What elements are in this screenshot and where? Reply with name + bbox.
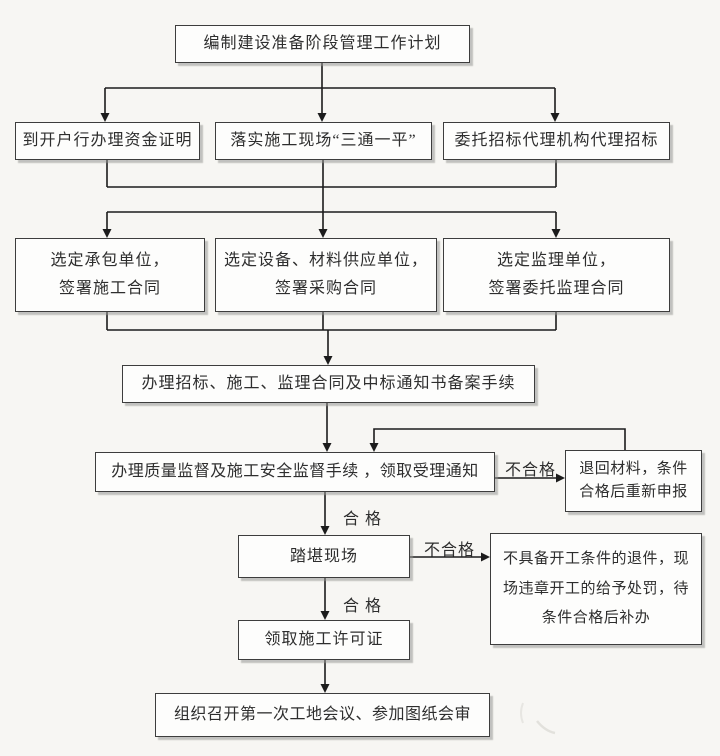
edge-row3-to-record	[106, 312, 557, 357]
node-fund: 到开户行办理资金证明	[15, 122, 200, 160]
node-site-label: 落实施工现场“三通一平”	[230, 132, 417, 149]
node-sitevisit-label: 踏堪现场	[289, 547, 358, 565]
edge-plan-to-row2	[104, 63, 556, 114]
node-quality: 办理质量监督及施工安全监督手续 ，领取受理通知	[95, 452, 495, 492]
node-supplier-line2: 签署采购合同	[274, 280, 377, 297]
node-plan-label: 编制建设准备阶段管理工作计划	[203, 35, 442, 52]
node-contractor: 选定承包单位， 签署施工合同	[15, 238, 205, 312]
node-penalty-line1: 不具备开工条件的退件，现	[502, 551, 689, 568]
node-agency-label: 委托招标代理机构代理招标	[454, 132, 659, 149]
edge-label-fail1: 不合格	[505, 462, 557, 479]
node-meeting: 组织召开第一次工地会议、参加图纸会审	[155, 693, 490, 737]
node-record: 办理招标、施工、监理合同及中标通知书备案手续	[122, 365, 535, 403]
node-returned-line2: 合格后重新申报	[579, 484, 688, 501]
node-agency: 委托招标代理机构代理招标	[443, 122, 670, 160]
node-supervisor-line2: 签署委托监理合同	[488, 280, 625, 297]
edge-label-pass2: 合 格	[343, 598, 383, 615]
node-penalty: 不具备开工条件的退件，现 场违章开工的给予处罚，待 条件合格后补办	[490, 533, 702, 645]
node-contractor-line1: 选定承包单位，	[50, 252, 170, 269]
node-returned-line1: 退回材料，条件	[579, 460, 688, 477]
node-sitevisit: 踏堪现场	[238, 535, 410, 578]
node-permit-label: 领取施工许可证	[264, 631, 384, 648]
node-returned: 退回材料，条件 合格后重新申报	[565, 450, 702, 512]
node-supervisor-line1: 选定监理单位，	[496, 252, 616, 269]
node-permit: 领取施工许可证	[238, 620, 410, 660]
node-record-label: 办理招标、施工、监理合同及中标通知书备案手续	[141, 375, 516, 392]
edge-label-fail2: 不合格	[424, 542, 476, 559]
node-meeting-label: 组织召开第一次工地会议、参加图纸会审	[173, 706, 471, 723]
node-contractor-line2: 签署施工合同	[58, 280, 161, 297]
node-penalty-line3: 条件合格后补办	[541, 609, 651, 626]
node-quality-label: 办理质量监督及施工安全监督手续 ，领取受理通知	[111, 463, 479, 480]
node-supervisor: 选定监理单位， 签署委托监理合同	[443, 238, 670, 312]
edge-returned-feedback	[373, 428, 626, 450]
edge-label-pass1: 合 格	[343, 511, 383, 528]
edge-row2-to-row3	[106, 160, 557, 230]
node-supplier-line1: 选定设备、材料供应单位，	[223, 252, 428, 269]
watermark	[520, 702, 556, 735]
node-fund-label: 到开户行办理资金证明	[22, 132, 193, 149]
node-site: 落实施工现场“三通一平”	[215, 122, 432, 160]
node-penalty-line2: 场违章开工的给予处罚，待	[502, 580, 689, 597]
node-supplier: 选定设备、材料供应单位， 签署采购合同	[215, 238, 437, 312]
node-plan: 编制建设准备阶段管理工作计划	[175, 25, 470, 63]
